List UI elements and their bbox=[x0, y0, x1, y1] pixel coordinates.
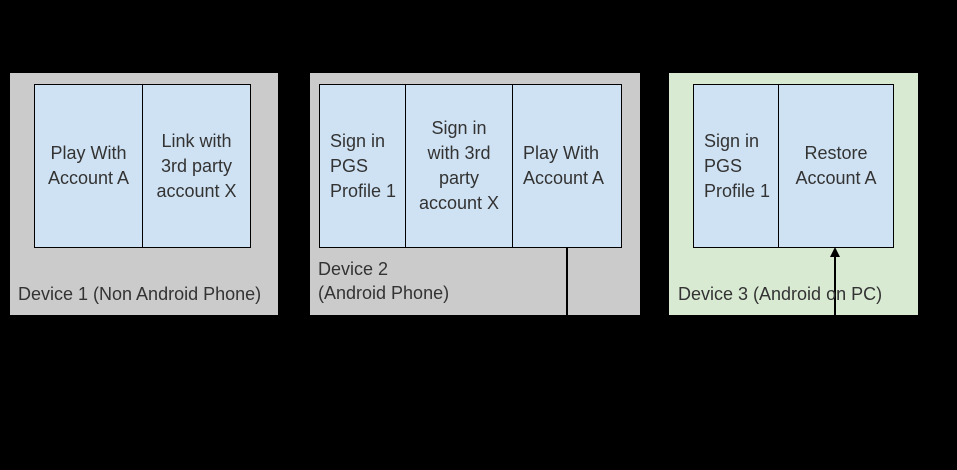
device-2-panel: Sign in PGS Profile 1 Sign in with 3rd p… bbox=[310, 73, 640, 315]
device-2-label: Device 2 (Android Phone) bbox=[318, 259, 450, 303]
device-1-panel: Play With Account A Link with 3rd party … bbox=[10, 73, 278, 315]
step-play-with-account-a: Play With Account A bbox=[34, 84, 143, 248]
step-sign-in-pgs-profile-1: Sign in PGS Profile 1 bbox=[319, 84, 406, 248]
device-3-label: Device 3 (Android on PC) bbox=[678, 284, 883, 304]
step-restore-account-a: Restore Account A bbox=[778, 84, 894, 248]
step-link-3rd-party-account: Link with 3rd party account X bbox=[142, 84, 251, 248]
flow-connector-line bbox=[566, 247, 568, 315]
step-play-with-account-a: Play With Account A bbox=[512, 84, 622, 248]
flow-arrow-head-icon bbox=[830, 247, 840, 257]
step-sign-in-pgs-profile-1: Sign in PGS Profile 1 bbox=[693, 84, 779, 248]
device-3-panel: Sign in PGS Profile 1 Restore Account A … bbox=[669, 73, 918, 315]
flow-arrow-line bbox=[834, 257, 836, 315]
step-sign-in-3rd-party-account: Sign in with 3rd party account X bbox=[405, 84, 513, 248]
device-1-label: Device 1 (Non Android Phone) bbox=[18, 284, 262, 304]
